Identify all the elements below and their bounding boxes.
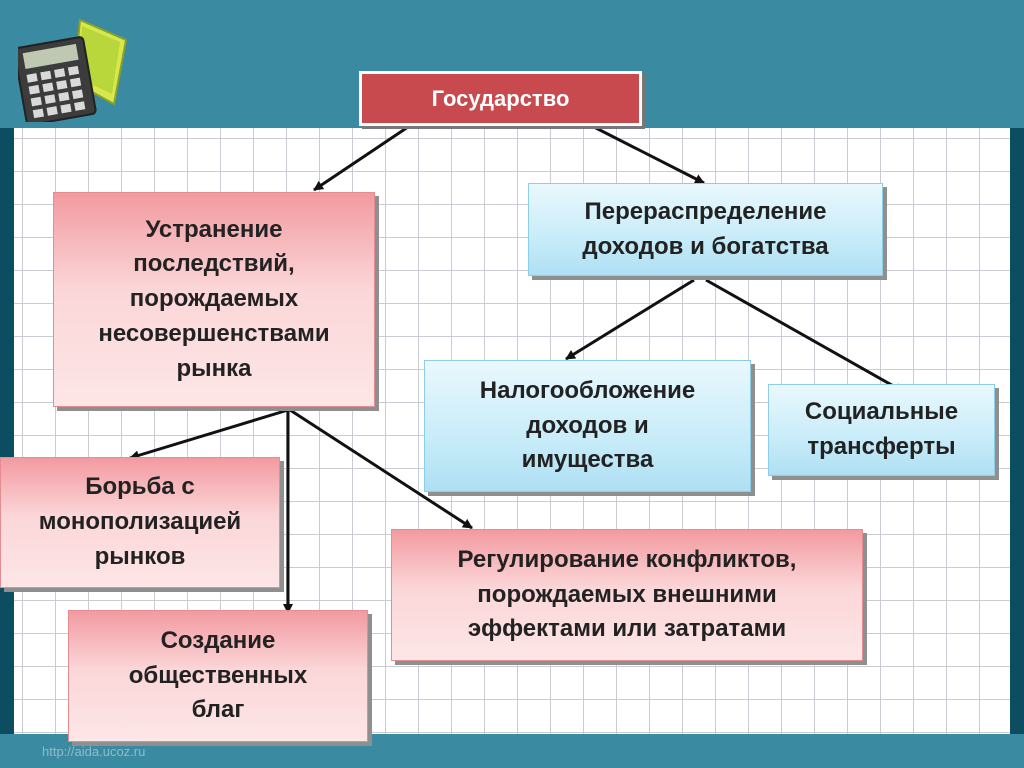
externalities-node: Регулирование конфликтов, порождаемых вн… (391, 529, 863, 661)
market-failures-node: Устранение последствий, порождаемых несо… (53, 192, 375, 407)
arrow-root-to-redistribution (594, 127, 704, 183)
transfers-label: Социальные трансферты (805, 395, 958, 465)
public-goods-label: Создание общественных благ (129, 624, 308, 728)
taxation-label: Налогообложение доходов и имущества (480, 374, 695, 478)
monopoly-node: Борьба с монополизацией рынков (0, 457, 280, 588)
public-goods-node: Создание общественных благ (68, 610, 368, 742)
arrow-to-monopoly (130, 410, 288, 458)
market-failures-label: Устранение последствий, порождаемых несо… (98, 213, 329, 387)
state-node: Государство (359, 71, 642, 126)
transfers-node: Социальные трансферты (768, 384, 995, 476)
arrow-to-taxation (566, 280, 694, 359)
redistribution-label: Перераспределение доходов и богатства (582, 195, 828, 265)
externalities-label: Регулирование конфликтов, порождаемых вн… (458, 543, 797, 647)
redistribution-node: Перераспределение доходов и богатства (528, 183, 883, 276)
state-label: Государство (432, 83, 570, 115)
arrow-root-to-market (314, 127, 408, 190)
monopoly-label: Борьба с монополизацией рынков (39, 470, 241, 574)
taxation-node: Налогообложение доходов и имущества (424, 360, 751, 492)
